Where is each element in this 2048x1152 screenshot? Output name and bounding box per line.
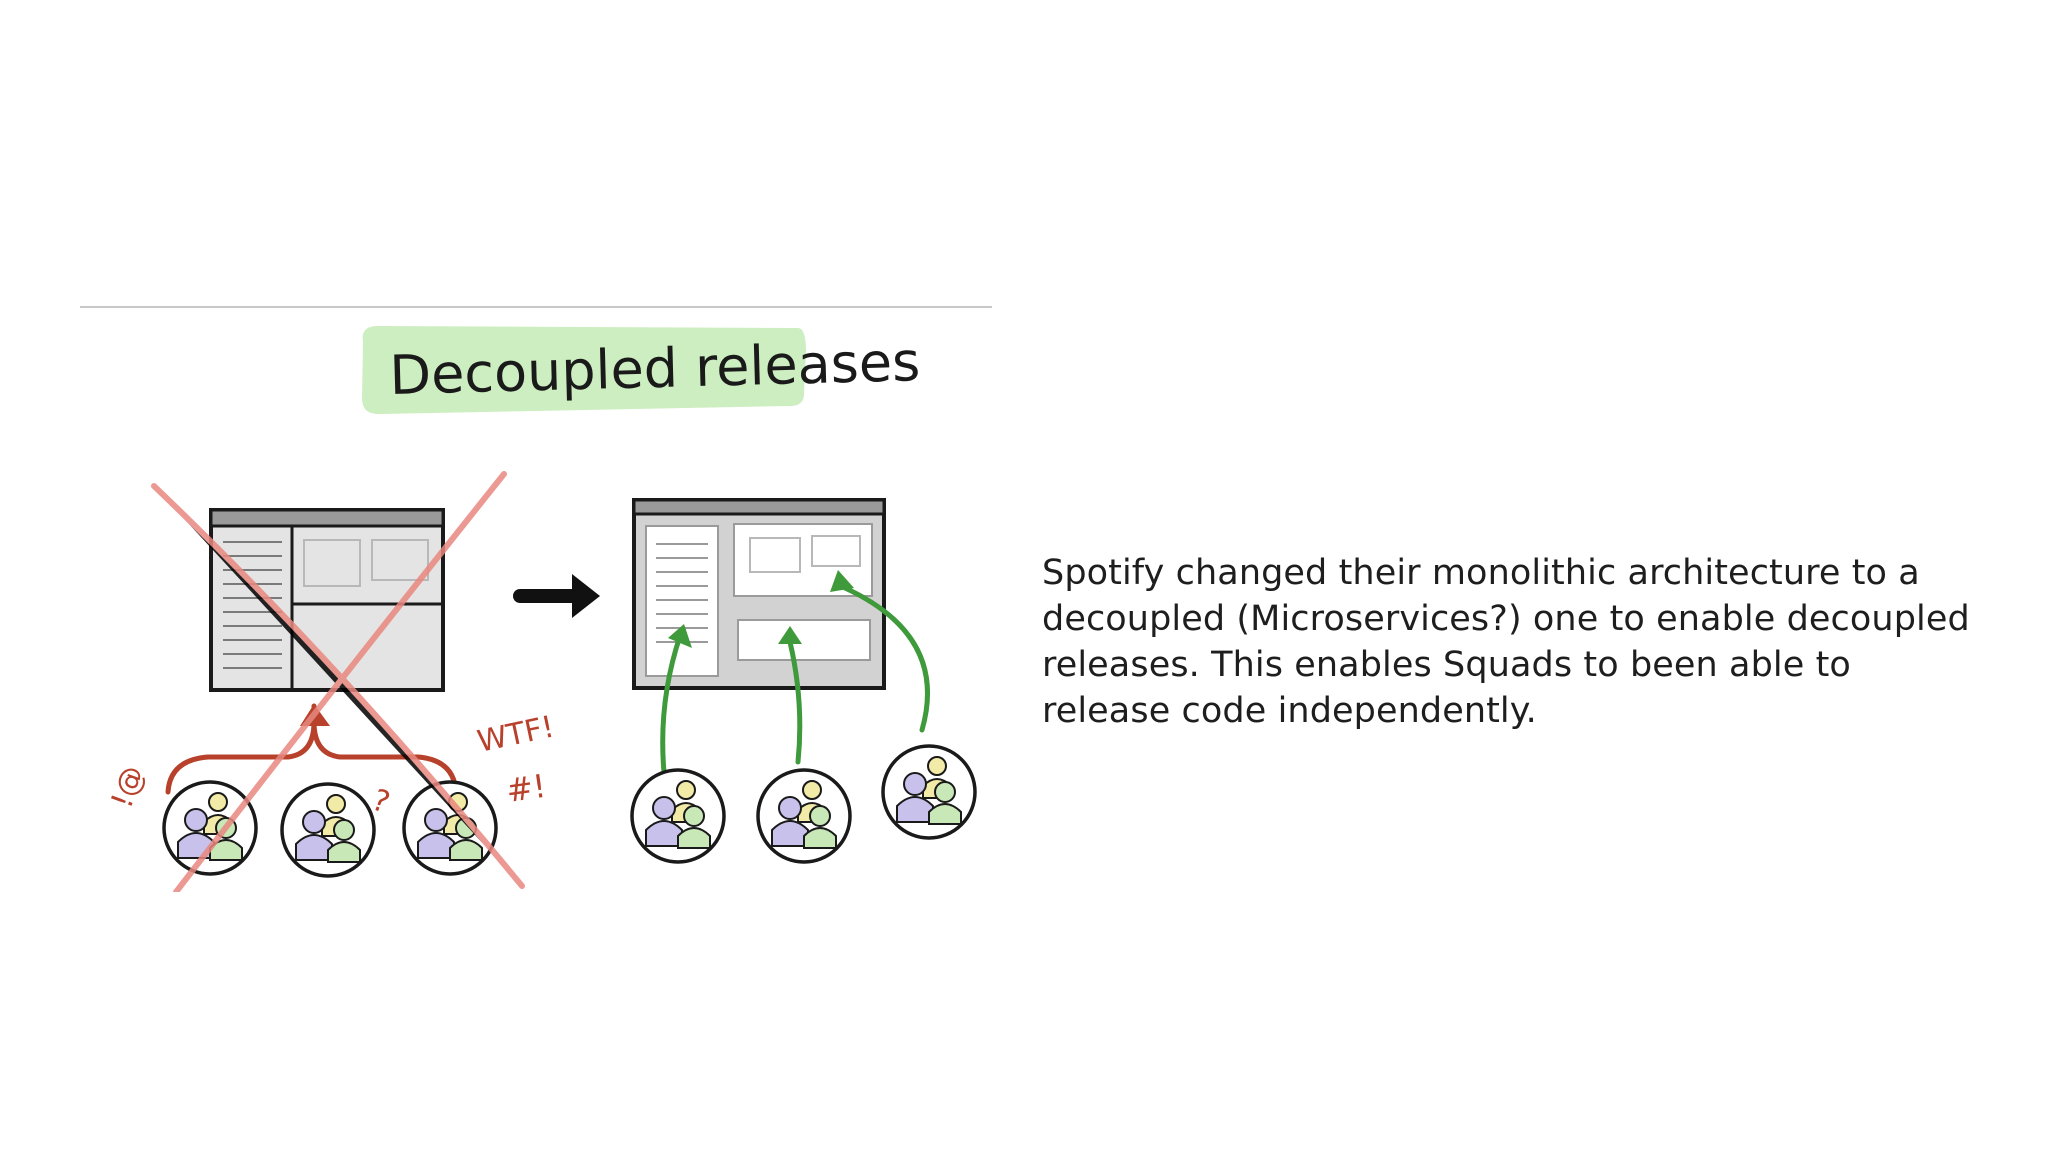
- decoupled-releases-illustration: Decoupled releases: [78, 302, 994, 892]
- annotation-exclaim-at: !@: [105, 761, 152, 812]
- annotation-hash-bang: #!: [504, 767, 549, 810]
- team-icon: [756, 768, 852, 864]
- team-icon: [280, 782, 376, 878]
- title-highlight: [362, 326, 806, 414]
- team-icon: [162, 780, 258, 876]
- slide-caption: Spotify changed their monolithic archite…: [1042, 553, 1970, 731]
- release-arrows: [660, 581, 931, 775]
- team-icon: [881, 744, 977, 840]
- cross-out-icon: [151, 471, 525, 892]
- illustration-title: Decoupled releases: [389, 330, 921, 407]
- annotation-wtf: WTF!: [474, 710, 557, 760]
- arrow-right-icon: [513, 574, 600, 618]
- team-icon: [630, 768, 726, 864]
- release-arrow-heads: [668, 570, 854, 648]
